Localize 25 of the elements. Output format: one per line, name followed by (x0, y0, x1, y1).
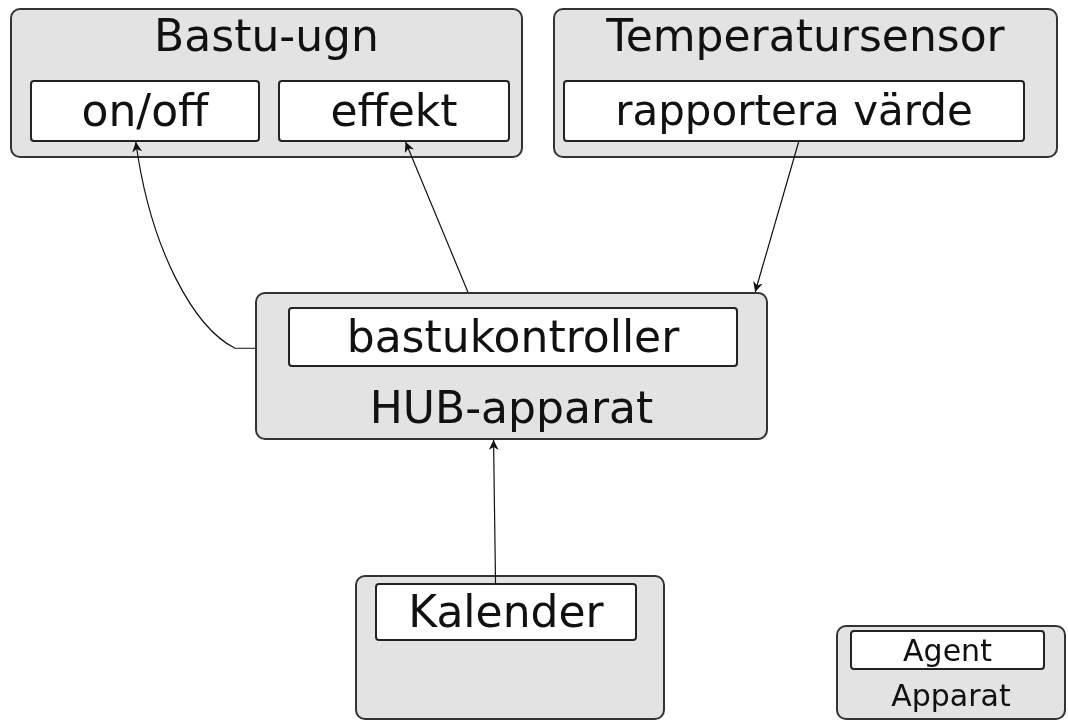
component-label: Kalender (408, 587, 604, 637)
component-box (288, 307, 738, 367)
device-box (836, 625, 1066, 720)
device-title: Apparat (890, 679, 1012, 712)
device-title: HUB-apparat (368, 383, 655, 432)
component-label: effekt (330, 86, 458, 136)
component-label: Agent (903, 633, 992, 667)
component-label: on/off (81, 86, 209, 136)
component-box (563, 80, 1025, 142)
arrow (753, 141, 800, 293)
device-title: Temperatursensor (605, 12, 1006, 61)
component-box (30, 80, 260, 142)
component-box (375, 583, 637, 641)
component-box (278, 80, 510, 142)
component-box (850, 630, 1045, 670)
arrow (404, 141, 469, 293)
device-box (553, 8, 1058, 158)
component-label: rapportera värde (615, 87, 973, 135)
device-box (255, 292, 768, 440)
arrow (488, 439, 499, 584)
device-box (10, 8, 523, 158)
arrow (132, 141, 256, 349)
component-label: bastukontroller (346, 312, 680, 362)
device-box (355, 575, 665, 720)
device-title: Bastu-ugn (153, 12, 380, 61)
